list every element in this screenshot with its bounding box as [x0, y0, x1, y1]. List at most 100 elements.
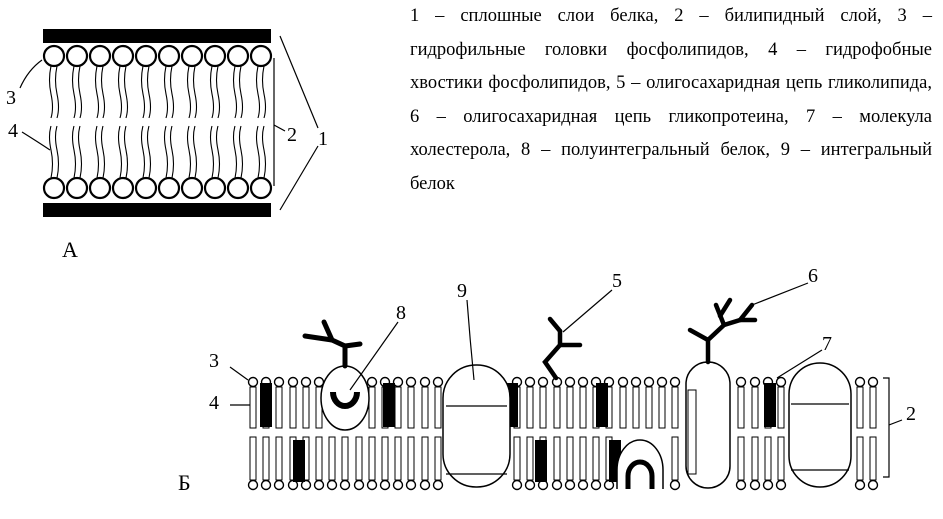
phospholipid-tail	[186, 125, 192, 179]
phospholipid-tail	[328, 436, 336, 481]
phospholipid-tail	[209, 125, 215, 179]
pointer-6	[751, 282, 809, 306]
phospholipid-tail	[77, 65, 83, 119]
phospholipid-tail	[368, 386, 376, 429]
phospholipid-head	[111, 176, 135, 200]
phospholipid-head	[88, 176, 112, 200]
phospholipid-tail	[94, 65, 100, 119]
phospholipid-head	[226, 44, 250, 68]
phospholipid-tail	[645, 386, 653, 429]
phospholipid-head	[287, 376, 299, 388]
phospholipid-head	[392, 479, 404, 491]
phospholipid-tail	[169, 65, 175, 119]
phospholipid-head	[551, 479, 563, 491]
phospholipid-tail	[100, 125, 106, 179]
phospholipid-head	[203, 176, 227, 200]
phospholipid-tail	[526, 386, 534, 429]
phospholipid-tail	[232, 65, 238, 119]
glycoprotein-chain	[687, 297, 758, 365]
phospholipid-tail	[566, 436, 574, 481]
phospholipid-tail	[434, 436, 442, 481]
phospholipid-tail	[632, 386, 640, 429]
phospholipid-head	[300, 376, 312, 388]
panel-b-letter: Б	[178, 470, 191, 495]
phospholipid-tail	[381, 436, 389, 481]
phospholipid-head	[749, 479, 761, 491]
cholesterol-molecule	[535, 440, 547, 482]
pointer-3-b	[229, 366, 249, 381]
pointer-3-a	[19, 59, 43, 89]
phospholipid-head	[379, 479, 391, 491]
phospholipid-heads-a	[42, 44, 273, 200]
phospholipid-tail	[255, 125, 261, 179]
pointer-1-bottom	[279, 145, 319, 211]
phospholipid-head	[134, 44, 158, 68]
phospholipid-head	[273, 479, 285, 491]
protein-layer-top	[43, 29, 271, 43]
phospholipid-tail	[737, 436, 745, 481]
phospholipid-head	[42, 44, 66, 68]
phospholipid-head	[419, 479, 431, 491]
phospholipid-tail	[209, 65, 215, 119]
bracket-2-b	[883, 377, 890, 478]
phospholipid-head	[366, 479, 378, 491]
phospholipid-tail	[71, 125, 77, 179]
phospholipid-tail	[71, 65, 77, 119]
phospholipid-tail	[48, 65, 54, 119]
pointer-5	[562, 289, 613, 333]
phospholipid-head	[249, 44, 273, 68]
phospholipid-tail	[553, 436, 561, 481]
phospholipid-tail	[123, 125, 129, 179]
phospholipid-head	[854, 479, 866, 491]
phospholipid-tail	[48, 125, 54, 179]
glycolipid-chain	[542, 316, 583, 381]
label-5: 5	[612, 270, 622, 292]
phospholipid-tail	[355, 436, 363, 481]
phospholipid-head	[249, 176, 273, 200]
phospholipid-head	[134, 176, 158, 200]
semi-integral-protein-bottom-inner	[625, 459, 655, 489]
phospholipid-head	[273, 376, 285, 388]
phospholipid-head	[867, 376, 879, 388]
phospholipid-head	[247, 376, 259, 388]
phospholipid-tail	[77, 125, 83, 179]
phospholipid-tail	[249, 436, 257, 481]
phospholipid-head	[867, 479, 879, 491]
label-1-a: 1	[318, 128, 328, 150]
phospholipid-head	[775, 479, 787, 491]
pointer-2-a	[273, 124, 286, 132]
phospholipid-tail	[302, 386, 310, 429]
phospholipid-tail	[94, 125, 100, 179]
phospholipid-head	[432, 376, 444, 388]
phospholipid-tail	[192, 125, 198, 179]
label-7: 7	[822, 333, 832, 355]
phospholipid-tail	[117, 125, 123, 179]
phospholipid-tail	[751, 386, 759, 429]
phospholipid-tail	[232, 125, 238, 179]
phospholipid-tail	[856, 386, 864, 429]
phospholipid-head	[577, 376, 589, 388]
label-9: 9	[457, 280, 467, 302]
phospholipid-head	[226, 176, 250, 200]
pointer-1-top	[279, 35, 319, 129]
phospholipid-tail	[737, 386, 745, 429]
panel-a: 3 4 2 1 А	[6, 29, 328, 262]
integral-protein-right	[788, 362, 852, 488]
phospholipid-tail	[215, 65, 221, 119]
phospholipid-tail	[421, 386, 429, 429]
phospholipid-head	[617, 376, 629, 388]
phospholipid-head	[180, 176, 204, 200]
phospholipid-tail	[421, 436, 429, 481]
phospholipid-tail	[592, 436, 600, 481]
cholesterol-molecule	[260, 383, 272, 427]
phospholipid-tail	[123, 65, 129, 119]
phospholipid-tail	[579, 436, 587, 481]
phospholipid-head	[157, 176, 181, 200]
phospholipid-head	[65, 176, 89, 200]
glycoprotein-band	[687, 389, 697, 475]
phospholipid-tail	[764, 436, 772, 481]
phospholipid-head	[762, 479, 774, 491]
phospholipid-head	[180, 44, 204, 68]
phospholipid-head	[313, 479, 325, 491]
